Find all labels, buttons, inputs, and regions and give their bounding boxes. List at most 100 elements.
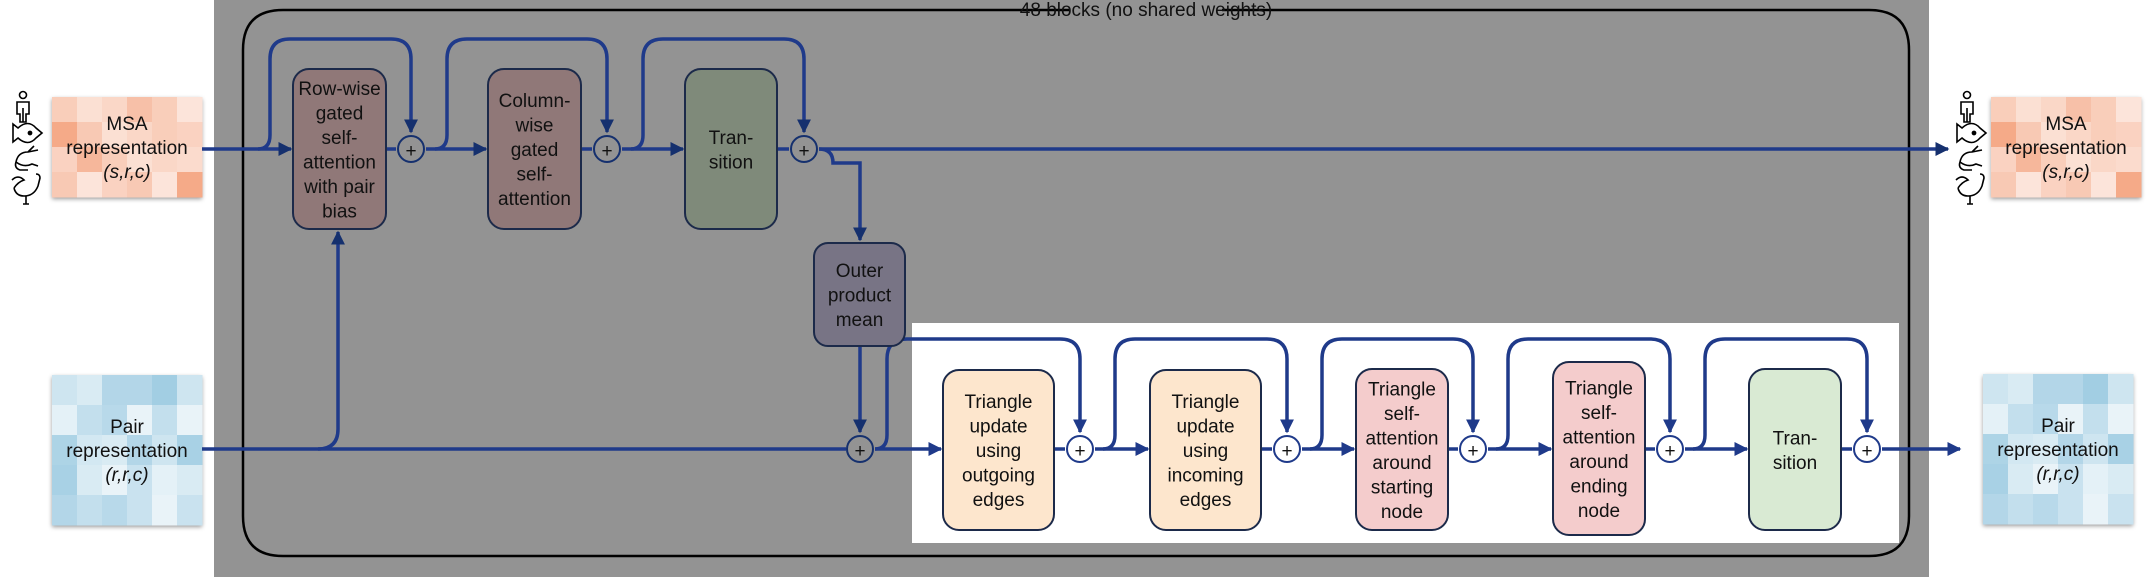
block-count-title: 48 blocks (no shared weights) [1020, 0, 1272, 21]
heatmap-cell [102, 147, 128, 173]
heatmap-cell [2108, 464, 2134, 495]
heatmap-cell [2041, 147, 2067, 173]
rep-shape: (s,r,c) [2042, 162, 2090, 183]
rep-shape: (r,r,c) [2036, 464, 2079, 485]
heatmap-cell [2083, 464, 2109, 495]
heatmap-cell [102, 495, 128, 526]
heatmap-cell [152, 405, 178, 436]
heatmap-cell [152, 465, 178, 496]
heatmap-cell [77, 495, 103, 526]
tri-end-skip-connection [1495, 337, 1677, 451]
residual-add-pair-1: + [1066, 435, 1094, 463]
heatmap-cell [2008, 494, 2034, 525]
heatmap-cell [1983, 434, 2009, 465]
heatmap-cell [2016, 97, 2042, 123]
heatmap-cell [77, 465, 103, 496]
plus-sign: + [1861, 441, 1872, 462]
module-label-line: update [1176, 417, 1234, 438]
module-label-line: wise [514, 116, 553, 137]
heatmap-cell [2008, 434, 2034, 465]
heatmap-cell [2066, 147, 2092, 173]
module-label-line: attention [498, 189, 571, 210]
col-attn-skip-connection [434, 37, 614, 151]
rep-shape: (s,r,c) [103, 162, 151, 183]
residual-add-pair-5: + [1853, 435, 1881, 463]
heatmap-cell [2066, 172, 2092, 198]
heatmap-cell [127, 495, 153, 526]
module-label-line: edges [973, 490, 1025, 511]
residual-add-msa-2: + [593, 135, 621, 163]
heatmap-cell [127, 97, 153, 123]
heatmap-cell [127, 465, 153, 496]
msa-to-outer-product [818, 147, 867, 242]
module-label-line: edges [1180, 490, 1232, 511]
heatmap-cell [102, 122, 128, 148]
human-icon [16, 90, 30, 123]
heatmap-cell [77, 435, 103, 466]
heatmap-cell [2058, 434, 2084, 465]
heatmap-cell [127, 375, 153, 406]
module-label-line: Row-wise [298, 79, 380, 100]
rabbit-icon [1958, 145, 1983, 171]
heatmap-cell [2116, 122, 2142, 148]
plus-sign: + [1281, 441, 1292, 462]
residual-add-msa-1: + [397, 135, 425, 163]
heatmap-cell [52, 172, 78, 198]
fish-icon [1956, 122, 1988, 144]
heatmap-cell [177, 495, 203, 526]
pair-transition-module: Tran-sition [1748, 368, 1842, 531]
module-label-line: self- [322, 128, 358, 149]
module-label-line: Triangle [1565, 378, 1633, 399]
heatmap-cell [127, 147, 153, 173]
heatmap-cell [102, 97, 128, 123]
module-label-line: Outer [836, 261, 884, 282]
heatmap-cell [52, 465, 78, 496]
module-label-line: Tran- [709, 128, 754, 149]
heatmap-cell [77, 97, 103, 123]
plus-sign: + [1074, 441, 1085, 462]
plus-sign: + [1467, 441, 1478, 462]
module-label-line: outgoing [962, 466, 1035, 487]
heatmap-cell [2008, 404, 2034, 435]
heatmap-cell [127, 405, 153, 436]
residual-add-pair-4: + [1656, 435, 1684, 463]
module-label-line: node [1381, 502, 1423, 523]
heatmap-cell [2116, 97, 2142, 123]
heatmap-cell [77, 405, 103, 436]
heatmap-cell [177, 405, 203, 436]
plus-sign: + [601, 141, 612, 162]
rep-subtitle: representation [66, 138, 187, 159]
pair-bias-arrow [317, 230, 345, 451]
residual-add-msa-3: + [790, 135, 818, 163]
heatmap-cell [1983, 464, 2009, 495]
heatmap-cell [2016, 147, 2042, 173]
rabbit-icon [14, 145, 39, 171]
heatmap-cell [102, 172, 128, 198]
tri-start-skip-connection [1309, 337, 1480, 451]
heatmap-cell [77, 375, 103, 406]
rep-title: Pair [110, 417, 144, 438]
rep-shape: (r,r,c) [105, 465, 148, 486]
heatmap-cell [102, 405, 128, 436]
module-label-line: gated [511, 140, 559, 161]
heatmap-cell [2058, 464, 2084, 495]
heatmap-cell [2008, 464, 2034, 495]
residual-add-pair-2: + [1273, 435, 1301, 463]
module-label-line: Triangle [1368, 379, 1436, 400]
module-label-line: gated [316, 103, 364, 124]
heatmap-cell [2041, 97, 2067, 123]
heatmap-cell [2108, 374, 2134, 405]
module-label-line: around [1569, 452, 1628, 473]
module-label-line: using [976, 441, 1021, 462]
module-label-line: incoming [1167, 466, 1243, 487]
heatmap-cell [2108, 404, 2134, 435]
